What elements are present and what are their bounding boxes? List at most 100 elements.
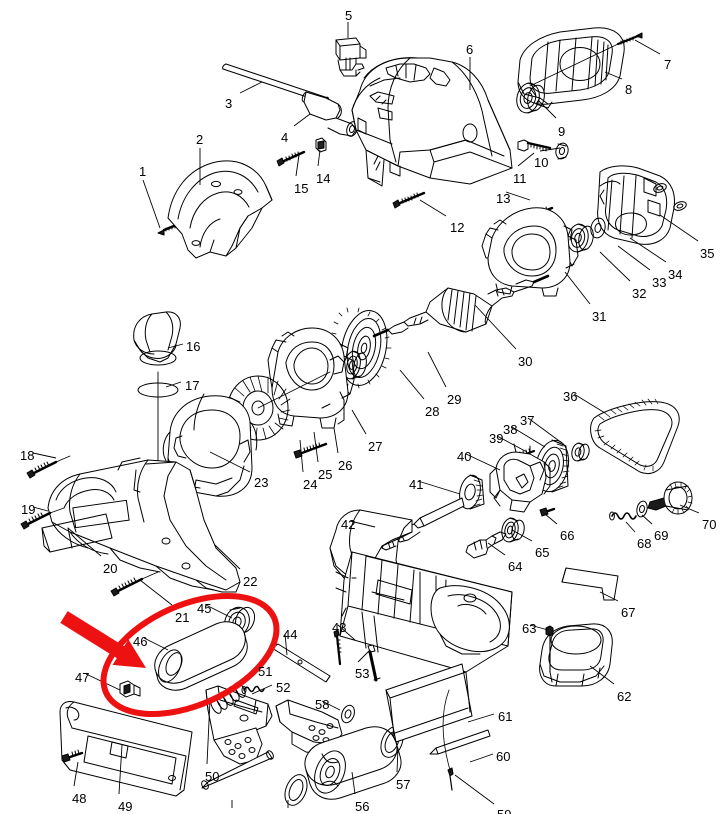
- callout-58: 58: [315, 697, 330, 712]
- callout-40: 40: [457, 449, 472, 464]
- leader-60: [469, 753, 494, 763]
- part-54-shaft: [201, 750, 274, 790]
- leader-36: [573, 393, 606, 414]
- callout-55: 55: [288, 812, 302, 814]
- callout-36: 36: [563, 389, 578, 404]
- leader-40: [465, 453, 501, 471]
- part-67-plate: [561, 567, 619, 601]
- callout-33: 33: [652, 275, 667, 290]
- callout-13: 13: [496, 191, 511, 206]
- leader-24: [299, 439, 304, 473]
- leader-69: [641, 514, 653, 525]
- part-60-blade: [429, 729, 491, 755]
- part-9-bearing: [516, 82, 545, 114]
- callout-17: 17: [185, 378, 200, 393]
- part-6-inner-bracket: [357, 91, 395, 135]
- leader-19: [32, 506, 49, 512]
- part-61-sanding-plate: [385, 663, 473, 743]
- callout-52: 52: [276, 680, 291, 695]
- part-22-body-housing: [47, 457, 241, 593]
- callout-61: 61: [498, 709, 513, 724]
- callout-32: 32: [632, 286, 647, 301]
- part-49-cover-plate: [59, 701, 193, 797]
- callout-70: 70: [702, 517, 717, 532]
- part-19-screw: [20, 507, 65, 530]
- leader-13: [505, 191, 531, 201]
- callout-39: 39: [489, 431, 504, 446]
- part-14-clip: [315, 137, 327, 153]
- leader-17: [165, 381, 182, 388]
- callout-4: 4: [281, 130, 289, 145]
- part-66-screw: [539, 507, 556, 517]
- callout-10: 10: [534, 155, 549, 170]
- callout-22: 22: [243, 574, 258, 589]
- part-64-spindle: [465, 531, 507, 559]
- leader-56: [351, 771, 356, 795]
- leader-67: [599, 591, 619, 602]
- leader-10: [539, 147, 561, 152]
- part-16-dust-elbow: [133, 311, 181, 366]
- leader-37: [527, 417, 563, 444]
- leader-32: [599, 251, 631, 282]
- leader-22: [214, 544, 241, 570]
- part-12-screw: [392, 191, 426, 209]
- callout-50: 50: [205, 769, 220, 784]
- part-18-screw: [26, 455, 71, 479]
- callout-48: 48: [72, 791, 87, 806]
- part-63-screw: [545, 625, 554, 673]
- leader-29: [427, 351, 447, 388]
- part-8-rear-cover: [517, 27, 625, 109]
- callout-2: 2: [196, 132, 204, 147]
- leader-33: [617, 245, 651, 271]
- callout-38: 38: [503, 422, 518, 437]
- callout-60: 60: [496, 749, 511, 764]
- leader-31: [564, 271, 591, 305]
- leader-43: [337, 624, 356, 641]
- callout-54: 54: [232, 812, 246, 814]
- callout-21: 21: [175, 610, 190, 625]
- leader-38: [511, 426, 546, 448]
- callout-43: 43: [332, 620, 347, 635]
- callout-30: 30: [518, 354, 533, 369]
- callout-7: 7: [664, 57, 672, 72]
- callout-62: 62: [617, 689, 632, 704]
- leader-28: [399, 369, 425, 400]
- leader-11: [517, 152, 535, 167]
- part-37-washer: [571, 442, 590, 462]
- callout-18: 18: [20, 448, 35, 463]
- part-43-pin: [333, 629, 342, 666]
- leader-15: [295, 154, 300, 177]
- leader-23: [209, 451, 251, 473]
- leader-9: [537, 99, 557, 119]
- leader-50: [206, 699, 211, 765]
- pointer-arrow: [60, 611, 146, 668]
- callout-34: 34: [668, 267, 683, 282]
- part-70-knob: [647, 481, 693, 515]
- part-11-bolt: [517, 139, 552, 152]
- callout-9: 9: [558, 124, 566, 139]
- callout-47: 47: [75, 670, 90, 685]
- part-33-bearing: [567, 223, 594, 253]
- part-12-shell-detail: [365, 149, 385, 187]
- callout-24: 24: [303, 477, 318, 492]
- callout-35: 35: [700, 246, 715, 261]
- callout-41: 41: [409, 477, 424, 492]
- leader-42: [349, 520, 376, 528]
- leader-1: [142, 179, 161, 229]
- part-24-fan: [225, 371, 331, 441]
- leader-14: [317, 149, 321, 167]
- part-27-gear-cover: [267, 327, 355, 429]
- part-40-bracket: [489, 443, 551, 513]
- leader-68: [625, 521, 636, 533]
- leader-21: [139, 579, 173, 606]
- leader-18: [32, 452, 57, 459]
- leader-46: [143, 637, 169, 651]
- part-59-pin: [442, 689, 454, 791]
- red-annotation-layer: [60, 592, 280, 718]
- callout-26: 26: [338, 458, 353, 473]
- callout-45: 45: [197, 601, 212, 616]
- callout-25: 25: [318, 467, 333, 482]
- leader-25: [313, 431, 319, 463]
- part-2-front-guard: [167, 160, 273, 259]
